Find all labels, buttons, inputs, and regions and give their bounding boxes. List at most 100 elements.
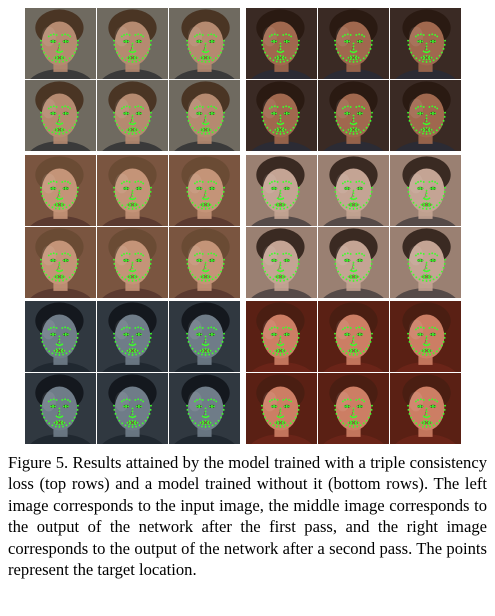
landmark-point <box>120 328 123 331</box>
landmark-point <box>283 353 285 356</box>
landmark-point <box>196 259 198 262</box>
landmark-point <box>45 201 48 204</box>
landmark-point <box>351 51 354 53</box>
landmark-point <box>442 194 445 197</box>
landmark-point <box>351 416 354 418</box>
landmark-point <box>208 207 211 210</box>
landmark-point <box>215 182 218 185</box>
landmark-point <box>55 122 58 125</box>
landmark-point <box>127 425 130 428</box>
landmark-point <box>131 120 134 123</box>
landmark-point <box>221 119 224 122</box>
landmark-point <box>56 349 59 352</box>
landmark-point <box>140 106 142 108</box>
landmark-point <box>149 190 152 193</box>
landmark-point <box>221 194 224 197</box>
landmark-point <box>125 260 128 263</box>
landmark-point <box>204 202 207 204</box>
landmark-point <box>434 112 437 115</box>
landmark-point <box>193 254 196 257</box>
landmark-point <box>435 350 438 353</box>
landmark-point <box>422 207 424 210</box>
landmark-point <box>427 203 430 206</box>
landmark-point <box>71 54 74 57</box>
landmark-point <box>52 260 54 263</box>
landmark-point <box>57 123 59 125</box>
landmark-point <box>358 326 361 329</box>
landmark-point <box>335 340 338 343</box>
landmark-point <box>64 326 67 329</box>
landmark-point <box>58 208 61 210</box>
landmark-point <box>193 107 196 110</box>
landmark-point <box>355 58 358 61</box>
landmark-point <box>52 258 54 261</box>
face-photo <box>390 80 461 151</box>
landmark-point <box>61 423 64 426</box>
landmark-point <box>201 202 204 205</box>
landmark-point <box>135 60 138 63</box>
landmark-point <box>346 406 349 409</box>
landmark-point <box>127 353 130 356</box>
landmark-point <box>214 350 217 353</box>
landmark-point <box>361 181 363 183</box>
landmark-point <box>357 349 360 352</box>
landmark-point <box>443 262 446 265</box>
landmark-point <box>427 349 430 352</box>
landmark-point <box>419 404 422 407</box>
landmark-point <box>279 348 282 350</box>
landmark-point <box>208 112 211 115</box>
landmark-point <box>427 275 430 278</box>
landmark-point <box>58 338 61 341</box>
face-image-cell <box>390 227 461 298</box>
landmark-point <box>283 207 285 210</box>
landmark-point <box>204 423 207 426</box>
landmark-point <box>52 105 55 108</box>
landmark-point <box>55 274 58 277</box>
landmark-point <box>288 40 290 43</box>
landmark-point <box>128 399 131 401</box>
landmark-point <box>434 259 437 262</box>
landmark-point <box>55 327 58 329</box>
face-photo <box>97 227 168 298</box>
landmark-point <box>131 423 134 426</box>
landmark-point <box>114 194 117 197</box>
landmark-point <box>73 51 76 54</box>
landmark-point <box>422 50 425 53</box>
face-photo <box>97 8 168 79</box>
landmark-point <box>137 188 140 191</box>
landmark-point <box>344 405 346 408</box>
landmark-point <box>363 400 366 403</box>
landmark-point <box>356 112 359 115</box>
landmark-point <box>279 130 282 133</box>
landmark-point <box>355 423 358 426</box>
landmark-point <box>136 275 139 278</box>
landmark-point <box>269 57 272 60</box>
landmark-point <box>262 194 265 197</box>
landmark-point <box>193 182 196 185</box>
landmark-point <box>285 260 288 263</box>
landmark-point <box>408 47 411 50</box>
landmark-point <box>135 425 138 428</box>
landmark-point <box>52 406 54 409</box>
landmark-point <box>198 260 201 263</box>
landmark-point <box>71 347 74 350</box>
landmark-point <box>202 275 205 278</box>
landmark-point <box>361 399 363 401</box>
landmark-point <box>54 259 57 262</box>
landmark-point <box>137 258 140 261</box>
landmark-point <box>148 266 151 269</box>
landmark-point <box>131 195 134 198</box>
landmark-point <box>273 188 275 191</box>
landmark-point <box>59 270 62 272</box>
landmark-point <box>67 405 69 408</box>
landmark-point <box>272 278 275 281</box>
landmark-point <box>292 273 295 276</box>
landmark-point <box>365 201 368 204</box>
landmark-point <box>290 254 293 257</box>
landmark-point <box>341 254 344 257</box>
landmark-point <box>345 131 348 134</box>
landmark-point <box>297 336 300 339</box>
landmark-point <box>414 328 417 331</box>
landmark-point <box>127 279 130 282</box>
landmark-point <box>118 273 121 276</box>
